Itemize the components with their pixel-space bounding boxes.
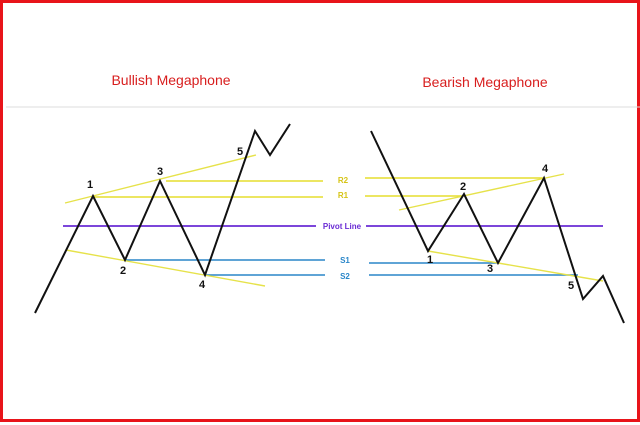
megaphone-diagram: Bullish Megaphone Bearish Megaphone R2 R… bbox=[6, 72, 640, 324]
bull-point-1: 1 bbox=[87, 179, 93, 191]
pivot-label: Pivot Line bbox=[323, 222, 362, 231]
bull-point-4: 4 bbox=[199, 279, 206, 291]
bearish-title: Bearish Megaphone bbox=[422, 74, 548, 90]
bullish-title: Bullish Megaphone bbox=[111, 72, 230, 88]
bull-upper-trendline bbox=[64, 154, 257, 204]
r1-label: R1 bbox=[338, 191, 349, 200]
s1-label: S1 bbox=[340, 256, 350, 265]
bull-price-path bbox=[34, 123, 291, 314]
bear-price-path bbox=[370, 130, 625, 324]
bull-point-2: 2 bbox=[120, 265, 126, 277]
bull-point-5: 5 bbox=[237, 146, 243, 158]
bull-lower-trendline bbox=[65, 249, 266, 287]
bear-point-1: 1 bbox=[427, 254, 433, 266]
bear-point-4: 4 bbox=[542, 163, 549, 175]
r2-label: R2 bbox=[338, 176, 349, 185]
bear-point-2: 2 bbox=[460, 181, 466, 193]
bull-point-3: 3 bbox=[157, 166, 163, 178]
bear-lower-trendline bbox=[427, 250, 604, 282]
bear-upper-trendline bbox=[398, 173, 565, 211]
bear-point-3: 3 bbox=[487, 263, 493, 275]
s2-label: S2 bbox=[340, 272, 350, 281]
bear-point-5: 5 bbox=[568, 280, 574, 292]
